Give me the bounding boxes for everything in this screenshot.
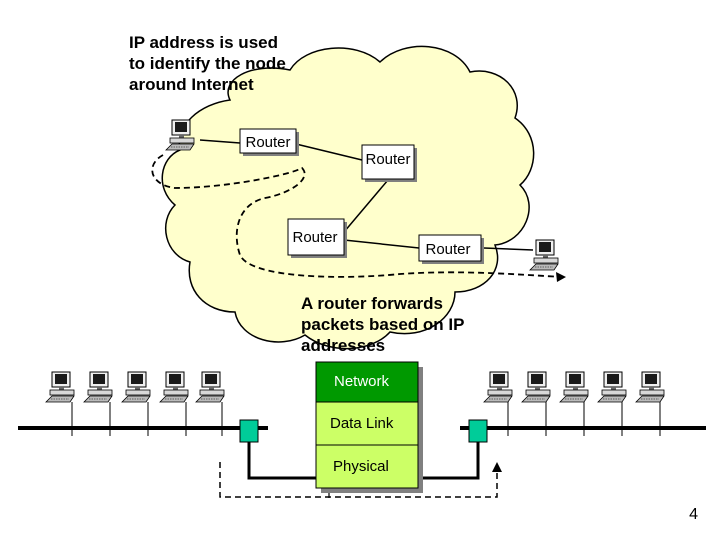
link-r1-r2 xyxy=(295,143,363,161)
flow-path-dashed xyxy=(219,462,498,498)
router-2-label: Router xyxy=(365,151,410,168)
page-number: 4 xyxy=(689,506,698,523)
router-note-line-3: addresses xyxy=(301,336,386,355)
ip-note-line-1: IP address is used xyxy=(129,33,278,52)
link-r2-r3 xyxy=(343,179,389,233)
pc-icon xyxy=(597,371,627,403)
route-arrowhead xyxy=(556,272,566,282)
network-layer xyxy=(315,361,419,403)
left-connector xyxy=(239,419,259,443)
router-3-label: Router xyxy=(292,229,337,246)
pc-icon xyxy=(45,371,75,403)
link-r4-pc xyxy=(483,247,534,251)
router-2: Router xyxy=(361,144,417,182)
pc-icon xyxy=(635,371,665,403)
pc-icon xyxy=(529,239,559,271)
router-4-label: Router xyxy=(425,241,470,258)
pc-icon xyxy=(521,371,551,403)
router-4: Router xyxy=(418,234,484,264)
data-link-layer-label: Data Link xyxy=(330,415,394,432)
router-note-line-2: packets based on IP xyxy=(301,315,465,334)
pc-icon xyxy=(83,371,113,403)
link-pc-r1 xyxy=(199,139,241,144)
pc-icon xyxy=(559,371,589,403)
ip-note-line-3: around Internet xyxy=(129,75,254,94)
pc-icon xyxy=(165,119,195,151)
pc-icon xyxy=(195,371,225,403)
pc-icon xyxy=(159,371,189,403)
router-note-line-1: A router forwards xyxy=(301,294,444,313)
left-physical-link xyxy=(247,442,318,480)
right-physical-link xyxy=(418,442,480,480)
router-3: Router xyxy=(287,218,347,258)
link-r3-r4 xyxy=(343,239,420,249)
router-1: Router xyxy=(239,128,299,156)
router-1-label: Router xyxy=(245,134,290,151)
ip-address-note: IP address is used to identify the node … xyxy=(129,32,286,95)
left-lan-pcs xyxy=(45,371,225,436)
ip-note-line-2: to identify the node xyxy=(129,54,286,73)
packet-route xyxy=(151,154,563,278)
pc-icon xyxy=(483,371,513,403)
right-lan-pcs xyxy=(483,371,665,436)
pc-icon xyxy=(121,371,151,403)
router-forward-note: A router forwards packets based on IP ad… xyxy=(301,293,464,356)
network-layer-label: Network xyxy=(334,373,390,390)
right-connector xyxy=(468,419,488,443)
protocol-stack: Network Data Link Physical xyxy=(315,361,423,493)
physical-layer-label: Physical xyxy=(333,458,389,475)
flow-arrow-up xyxy=(492,462,502,472)
